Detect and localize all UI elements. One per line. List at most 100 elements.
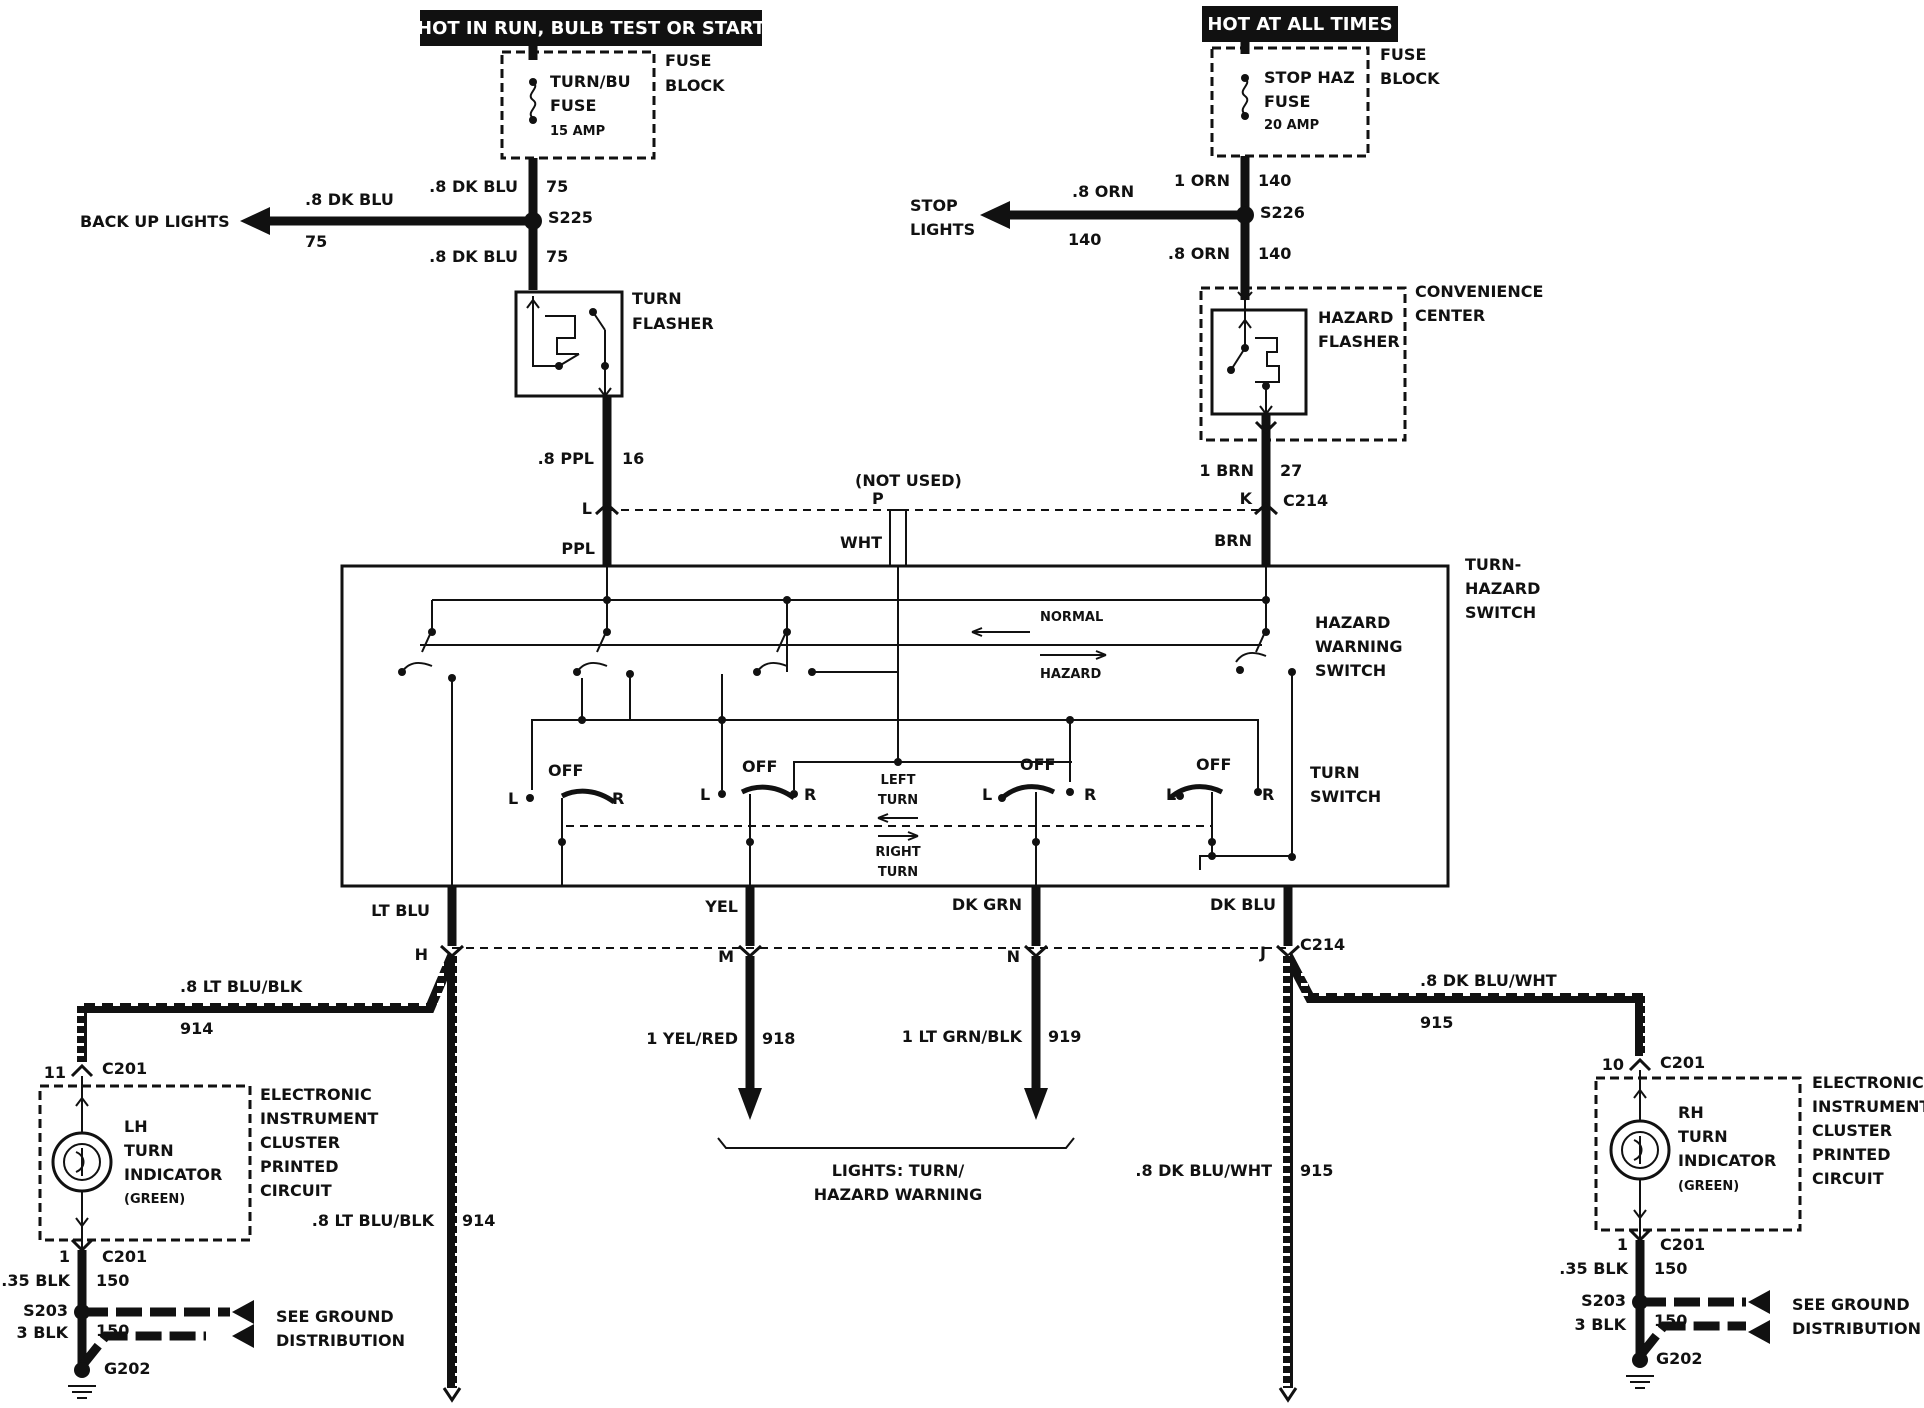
lh-ground-wire: .35 BLK	[1, 1271, 70, 1290]
fuse-left-rating: 15 AMP	[550, 124, 605, 139]
turn-switch-section: OFF L R OFF L R OFF L R OFF L	[508, 755, 1381, 886]
stop-lights-label2: LIGHTS	[910, 220, 975, 239]
l-2: L	[700, 785, 710, 804]
rh-name1: RH	[1678, 1103, 1704, 1122]
hazard-warning-label3: SWITCH	[1315, 661, 1386, 680]
lh-name3: INDICATOR	[124, 1165, 222, 1184]
lh-pin-top: 11	[44, 1063, 66, 1082]
dk-blu-wht-down: .8 DK BLU/WHT	[1135, 1161, 1272, 1180]
off-1: OFF	[548, 761, 583, 780]
flasher-out-wire: .8 PPL	[538, 449, 594, 468]
connector-c214-bottom: LT BLU YEL DK GRN DK BLU H M N J C214	[371, 886, 1345, 966]
header-right-text: HOT AT ALL TIMES	[1207, 14, 1392, 35]
yel-red-label: 1 YEL/RED	[646, 1029, 738, 1048]
c919-label: 919	[1048, 1027, 1081, 1046]
rh-name3: INDICATOR	[1678, 1151, 1776, 1170]
fuse-right-block1: FUSE	[1380, 45, 1426, 64]
lh-name2: TURN	[124, 1141, 174, 1160]
c214-bottom-label: C214	[1300, 935, 1345, 954]
rh-cluster3: CLUSTER	[1812, 1121, 1892, 1140]
wire-dkgrn: DK GRN	[952, 895, 1022, 914]
rh-cluster1: ELECTRONIC	[1812, 1073, 1924, 1092]
right-wire-top: 1 ORN	[1174, 171, 1230, 190]
rh-c201-top: C201	[1660, 1053, 1705, 1072]
switch-title3: SWITCH	[1465, 603, 1536, 622]
normal-label: NORMAL	[1040, 610, 1103, 625]
flasher-out-circuit: 16	[622, 449, 644, 468]
right-branch: 1 ORN 140 S226 STOP LIGHTS .8 ORN 140 .8…	[910, 156, 1543, 566]
rh-see2: DISTRIBUTION	[1792, 1319, 1921, 1338]
backup-wire: .8 DK BLU	[305, 190, 394, 209]
rh-splice: S203	[1581, 1291, 1626, 1310]
pin-k: K	[1240, 489, 1253, 508]
rh-pin-bottom: 1	[1617, 1235, 1628, 1254]
left-turn-label2: TURN	[878, 793, 918, 808]
lh-see1: SEE GROUND	[276, 1307, 394, 1326]
pin-j: J	[1259, 943, 1266, 962]
lh-indicator: 11 C201 LH TURN INDICATOR (GREEN) ELECTR…	[1, 1059, 405, 1399]
lh-c201-top: C201	[102, 1059, 147, 1078]
backup-circuit: 75	[305, 232, 327, 251]
rh-ground-wire2: 3 BLK	[1575, 1315, 1627, 1334]
rh-ground-circuit: 150	[1654, 1259, 1687, 1278]
lights-label2: HAZARD WARNING	[814, 1185, 982, 1204]
c915-down: 915	[1300, 1161, 1333, 1180]
lh-c201-bottom: C201	[102, 1247, 147, 1266]
pin-n: N	[1007, 947, 1020, 966]
wire-brn: BRN	[1214, 531, 1252, 550]
hazard-flasher-label2: FLASHER	[1318, 332, 1400, 351]
wire-918: 1 YEL/RED 918	[646, 956, 795, 1120]
wire-ppl: PPL	[561, 539, 595, 558]
not-used-label: (NOT USED)	[855, 471, 962, 490]
rh-pin-top: 10	[1602, 1055, 1624, 1074]
off-4: OFF	[1196, 755, 1231, 774]
fuse-right-rating: 20 AMP	[1264, 118, 1319, 133]
c914-down: 914	[462, 1211, 495, 1230]
lh-ground: G202	[104, 1359, 151, 1378]
lt-blu-blk-top: .8 LT BLU/BLK	[180, 977, 303, 996]
left-circuit-bottom: 75	[546, 247, 568, 266]
header-left: HOT IN RUN, BULB TEST OR START	[417, 10, 766, 46]
rh-ground: G202	[1656, 1349, 1703, 1368]
right-turn-label1: RIGHT	[875, 845, 920, 860]
lt-grn-blk-label: 1 LT GRN/BLK	[902, 1027, 1023, 1046]
r-4: R	[1262, 785, 1274, 804]
pin-l: L	[582, 499, 592, 518]
turn-flasher-label1: TURN	[632, 289, 682, 308]
r-2: R	[804, 785, 816, 804]
lh-splice: S203	[23, 1301, 68, 1320]
left-wire-top: .8 DK BLU	[429, 177, 518, 196]
lh-ground-circuit: 150	[96, 1271, 129, 1290]
hazard-flasher-label1: HAZARD	[1318, 308, 1393, 327]
right-circuit-top: 140	[1258, 171, 1291, 190]
hazard-warning-label2: WARNING	[1315, 637, 1403, 656]
left-turn-label1: LEFT	[881, 773, 916, 788]
rh-name2: TURN	[1678, 1127, 1728, 1146]
switch-title1: TURN-	[1465, 555, 1521, 574]
off-2: OFF	[742, 757, 777, 776]
turn-switch-label1: TURN	[1310, 763, 1360, 782]
rh-see1: SEE GROUND	[1792, 1295, 1910, 1314]
rh-cluster4: PRINTED	[1812, 1145, 1891, 1164]
off-3: OFF	[1020, 755, 1055, 774]
lt-blu-blk-down: .8 LT BLU/BLK	[312, 1211, 435, 1230]
lh-pin-bottom: 1	[59, 1247, 70, 1266]
switch-title2: HAZARD	[1465, 579, 1540, 598]
turn-switch-label2: SWITCH	[1310, 787, 1381, 806]
hazard-label: HAZARD	[1040, 667, 1101, 682]
convenience-center-label2: CENTER	[1415, 306, 1485, 325]
l-3: L	[982, 785, 992, 804]
lh-cluster1: ELECTRONIC	[260, 1085, 372, 1104]
c918-label: 918	[762, 1029, 795, 1048]
fuse-left-name1: TURN/BU	[550, 72, 631, 91]
c214-top-label: C214	[1283, 491, 1328, 510]
fuse-left: TURN/BU FUSE 15 AMP FUSE BLOCK	[500, 46, 725, 160]
left-wire-bottom: .8 DK BLU	[429, 247, 518, 266]
right-circuit-bottom: 140	[1258, 244, 1291, 263]
stop-lights-label1: STOP	[910, 196, 958, 215]
rh-indicator: 10 C201 RH TURN INDICATOR (GREEN) ELECTR…	[1559, 1053, 1924, 1389]
fuse-left-name2: FUSE	[550, 96, 596, 115]
stop-wire: .8 ORN	[1072, 182, 1134, 201]
wire-ltblu: LT BLU	[371, 901, 430, 920]
